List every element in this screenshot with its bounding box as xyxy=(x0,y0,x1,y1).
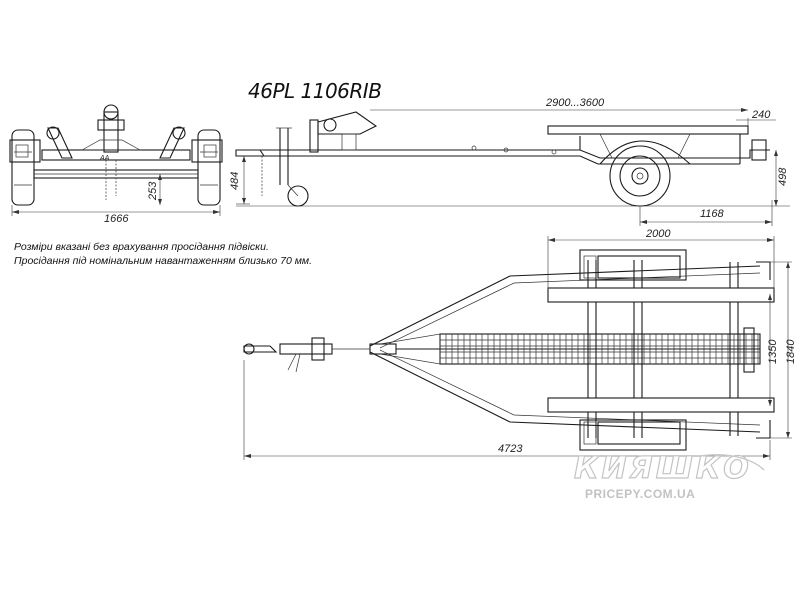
top-lower-bunk xyxy=(547,397,775,413)
front-right-wheel xyxy=(197,129,221,206)
top-drawbar-upper xyxy=(369,265,761,347)
side-platform xyxy=(547,125,749,135)
watermark-brand: КИЯШКО xyxy=(574,451,752,486)
front-view: AA 1666 253 xyxy=(9,104,223,225)
side-winch-post xyxy=(309,119,319,153)
dim-platform-length: 2900...3600 xyxy=(545,97,605,109)
dim-coupling-height: 484 xyxy=(229,172,241,190)
dim-top-overall-length: 4723 xyxy=(498,443,523,455)
side-drawbar xyxy=(244,149,770,159)
dim-rear-overhang: 240 xyxy=(751,109,771,121)
dim-front-width: 1666 xyxy=(104,213,129,225)
watermark: КИЯШКО PRICEPY.COM.UA xyxy=(573,450,765,501)
dim-top-platform-length: 2000 xyxy=(645,228,671,240)
side-winch xyxy=(317,111,378,135)
side-wheel xyxy=(609,145,671,207)
top-rear-rollers xyxy=(743,327,755,373)
watermark-site: PRICEPY.COM.UA xyxy=(585,487,695,501)
front-right-bunk xyxy=(159,127,185,159)
side-fender xyxy=(599,140,691,165)
front-left-wheel xyxy=(11,129,35,206)
top-lower-fender xyxy=(579,419,687,451)
dim-top-overall-width: 1840 xyxy=(785,339,797,364)
top-lower-wheel xyxy=(597,421,681,445)
dim-top-inner-width: 1350 xyxy=(767,339,779,364)
front-right-fender xyxy=(191,139,223,163)
top-drawbar-lower xyxy=(369,351,761,433)
svg-text:AA: AA xyxy=(99,155,110,162)
note-line-2: Просідання під номінальним навантаженням… xyxy=(14,255,312,267)
top-view: 2000 1350 1840 4723 xyxy=(243,228,797,460)
dim-front-height: 253 xyxy=(147,181,159,201)
top-upper-bunk xyxy=(547,287,775,303)
side-view: 2900...3600 240 484 498 1168 xyxy=(229,97,790,226)
model-title: 46PL 1106RIB xyxy=(248,79,381,103)
dim-axle-to-end: 1168 xyxy=(700,208,725,220)
top-upper-fender xyxy=(579,249,687,281)
dim-side-height: 498 xyxy=(777,167,789,186)
front-left-bunk xyxy=(47,127,73,159)
side-coupler xyxy=(235,149,266,157)
top-coupler xyxy=(243,345,278,353)
front-winch-post xyxy=(103,111,119,153)
note-line-1: Розміри вказані без врахування просіданн… xyxy=(14,241,269,253)
top-upper-wheel xyxy=(597,255,681,279)
front-left-fender xyxy=(9,139,41,163)
